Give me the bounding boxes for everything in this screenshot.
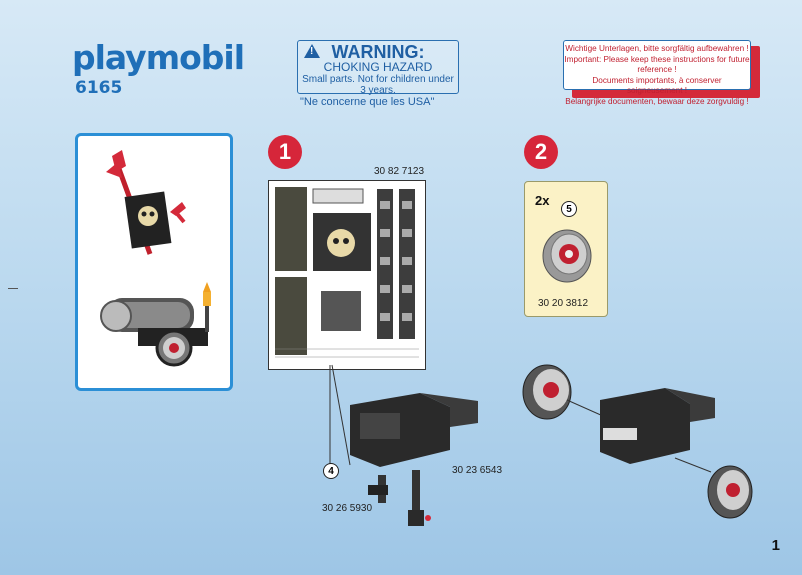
brand-logo: playmobil — [72, 38, 245, 77]
step-2-assembly-illustration — [522, 364, 753, 519]
sticker-sheet-illustration — [275, 187, 419, 358]
step-1-assembly-illustration — [329, 364, 478, 526]
callout-part-4: 4 — [323, 463, 339, 479]
wheel-icon — [542, 229, 592, 283]
warning-detail: Small parts. Not for children under 3 ye… — [302, 74, 454, 96]
model-number: 6165 — [75, 78, 123, 98]
step-1-badge: 1 — [268, 135, 302, 169]
keep-instructions-note: Wichtige Unterlagen, bitte sorgfältig au… — [563, 40, 751, 106]
usa-note: "Ne concerne que les USA" — [300, 96, 435, 108]
part-code: 30 23 6543 — [452, 465, 503, 476]
sticker-sheet-code: 30 82 7123 — [374, 166, 425, 177]
keep-note-line: Wichtige Unterlagen, bitte sorgfältig au… — [565, 44, 749, 53]
warning-triangle-icon — [304, 44, 320, 58]
cannon-illustration — [100, 282, 211, 367]
step-2-badge: 2 — [524, 135, 558, 169]
step-2-parts-box: 2x 5 30 20 3812 — [524, 181, 608, 317]
part-quantity: 2x — [535, 193, 550, 208]
callout-part-5: 5 — [561, 201, 577, 217]
choking-warning-box: WARNING: CHOKING HAZARD Small parts. Not… — [297, 40, 459, 96]
page-edge-mark — [8, 288, 18, 289]
sticker-sheet — [268, 180, 426, 370]
warning-subtitle: CHOKING HAZARD — [323, 60, 433, 74]
keep-note-line: Documents importants, à conserver soigne… — [592, 75, 722, 96]
part-code: 30 26 5930 — [322, 503, 373, 514]
finished-model-preview — [75, 133, 233, 391]
finished-model-illustration — [100, 150, 211, 367]
pirate-flag-illustration — [106, 150, 186, 255]
keep-note-line: Important: Please keep these instruction… — [564, 54, 750, 75]
page-number: 1 — [771, 537, 780, 554]
wheel-part-code: 30 20 3812 — [538, 298, 589, 309]
keep-note-line: Belangrijke documenten, bewaar deze zorg… — [565, 96, 749, 106]
warning-title: WARNING: — [331, 42, 425, 62]
